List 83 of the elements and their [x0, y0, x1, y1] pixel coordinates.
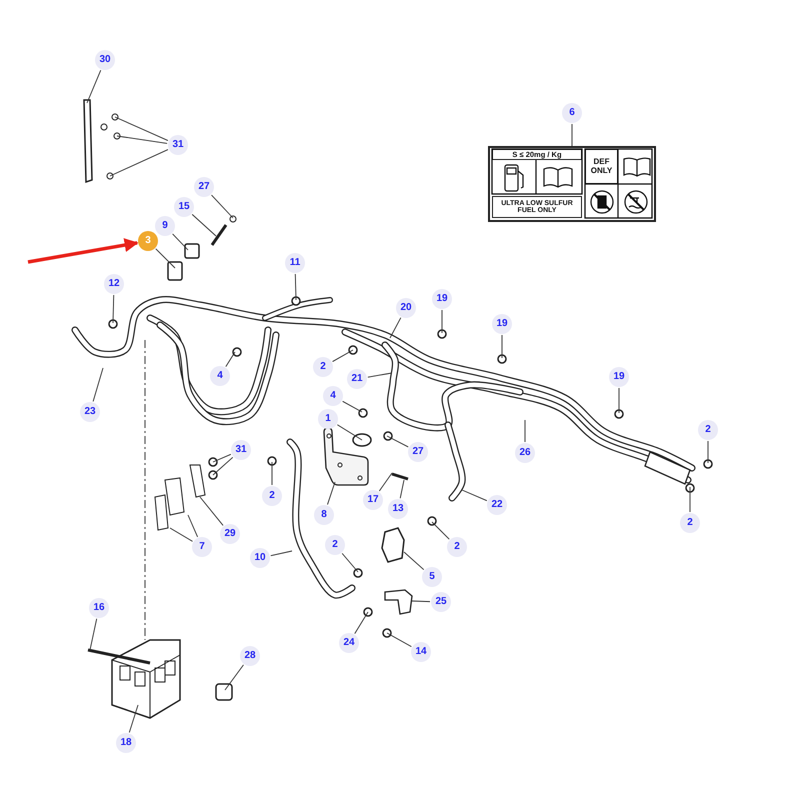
callout-number: 4 — [323, 386, 343, 406]
leader-line — [404, 552, 424, 570]
callout-number: 8 — [314, 505, 334, 525]
callout-number: 3 — [138, 231, 158, 251]
callout-number: 19 — [609, 367, 629, 387]
leader-line — [342, 552, 358, 572]
callout-number: 2 — [698, 420, 718, 440]
leader-line — [90, 618, 98, 650]
callout-number: 15 — [174, 197, 194, 217]
leader-line — [390, 317, 402, 338]
leader-line — [110, 149, 168, 176]
leader-line — [200, 496, 224, 526]
arrow — [28, 238, 139, 264]
fuel-warning-decal — [488, 146, 656, 222]
leader-line — [336, 424, 362, 440]
leader-line — [188, 514, 198, 538]
callout-number: 12 — [104, 274, 124, 294]
callout-number: 17 — [363, 490, 383, 510]
leader-line — [192, 214, 216, 236]
callout-number: 19 — [492, 314, 512, 334]
leader-line — [211, 194, 234, 218]
leader-line — [342, 400, 362, 412]
leader-line — [386, 436, 409, 448]
callout-number: 21 — [347, 369, 367, 389]
callout-number: 13 — [388, 499, 408, 519]
callout-number: 1 — [318, 409, 338, 429]
leader-line — [212, 456, 234, 476]
callout-number: 2 — [680, 513, 700, 533]
callout-number: 30 — [95, 50, 115, 70]
callout-number: 2 — [325, 535, 345, 555]
callout-number: 4 — [210, 366, 230, 386]
leader-line — [112, 294, 114, 324]
callout-number: 9 — [155, 216, 175, 236]
leader-line — [114, 116, 168, 141]
callout-number: 5 — [422, 567, 442, 587]
callout-number: 31 — [168, 135, 188, 155]
leader-line — [400, 480, 404, 499]
leader-line — [412, 600, 430, 602]
callout-number: 22 — [487, 495, 507, 515]
callout-number: 19 — [432, 289, 452, 309]
leader-line — [212, 454, 232, 462]
leader-line — [224, 664, 244, 690]
callout-number: 10 — [250, 548, 270, 568]
leader-line — [354, 612, 368, 634]
callout-number: 23 — [80, 402, 100, 422]
callout-number: 31 — [231, 440, 251, 460]
callout-number: 6 — [562, 103, 582, 123]
callout-number: 25 — [431, 592, 451, 612]
callout-number: 29 — [220, 524, 240, 544]
callout-number: 24 — [339, 633, 359, 653]
callout-number: 11 — [285, 253, 305, 273]
callout-number: 2 — [447, 537, 467, 557]
callout-number: 27 — [194, 177, 214, 197]
leader-line — [386, 632, 412, 648]
leader-line — [225, 352, 236, 368]
leader-line — [116, 136, 168, 144]
callout-number: 16 — [89, 598, 109, 618]
fluid-warning-text: DEF ONLY — [585, 149, 618, 184]
leader-line — [270, 550, 292, 556]
leader-line — [155, 248, 176, 268]
leader-line — [432, 522, 450, 540]
leader-line — [172, 234, 188, 250]
callout-number: 20 — [396, 298, 416, 318]
leader-line — [170, 528, 193, 542]
leader-line — [128, 704, 138, 733]
callout-number: 2 — [262, 486, 282, 506]
leader-line — [327, 482, 336, 506]
leader-line — [367, 372, 392, 378]
callout-number: 2 — [313, 357, 333, 377]
leader-line — [92, 368, 104, 402]
leader-line — [524, 420, 526, 442]
callout-number: 18 — [116, 733, 136, 753]
leader-line — [462, 490, 488, 502]
callout-number: 28 — [240, 646, 260, 666]
leader-line — [294, 274, 296, 300]
leader-line — [618, 388, 620, 414]
leader-line — [86, 70, 102, 104]
leader-line — [378, 472, 392, 492]
leader-line — [332, 350, 354, 362]
callout-number: 26 — [515, 443, 535, 463]
callout-number: 7 — [192, 537, 212, 557]
callout-number: 14 — [411, 642, 431, 662]
callout-number: 27 — [408, 442, 428, 462]
